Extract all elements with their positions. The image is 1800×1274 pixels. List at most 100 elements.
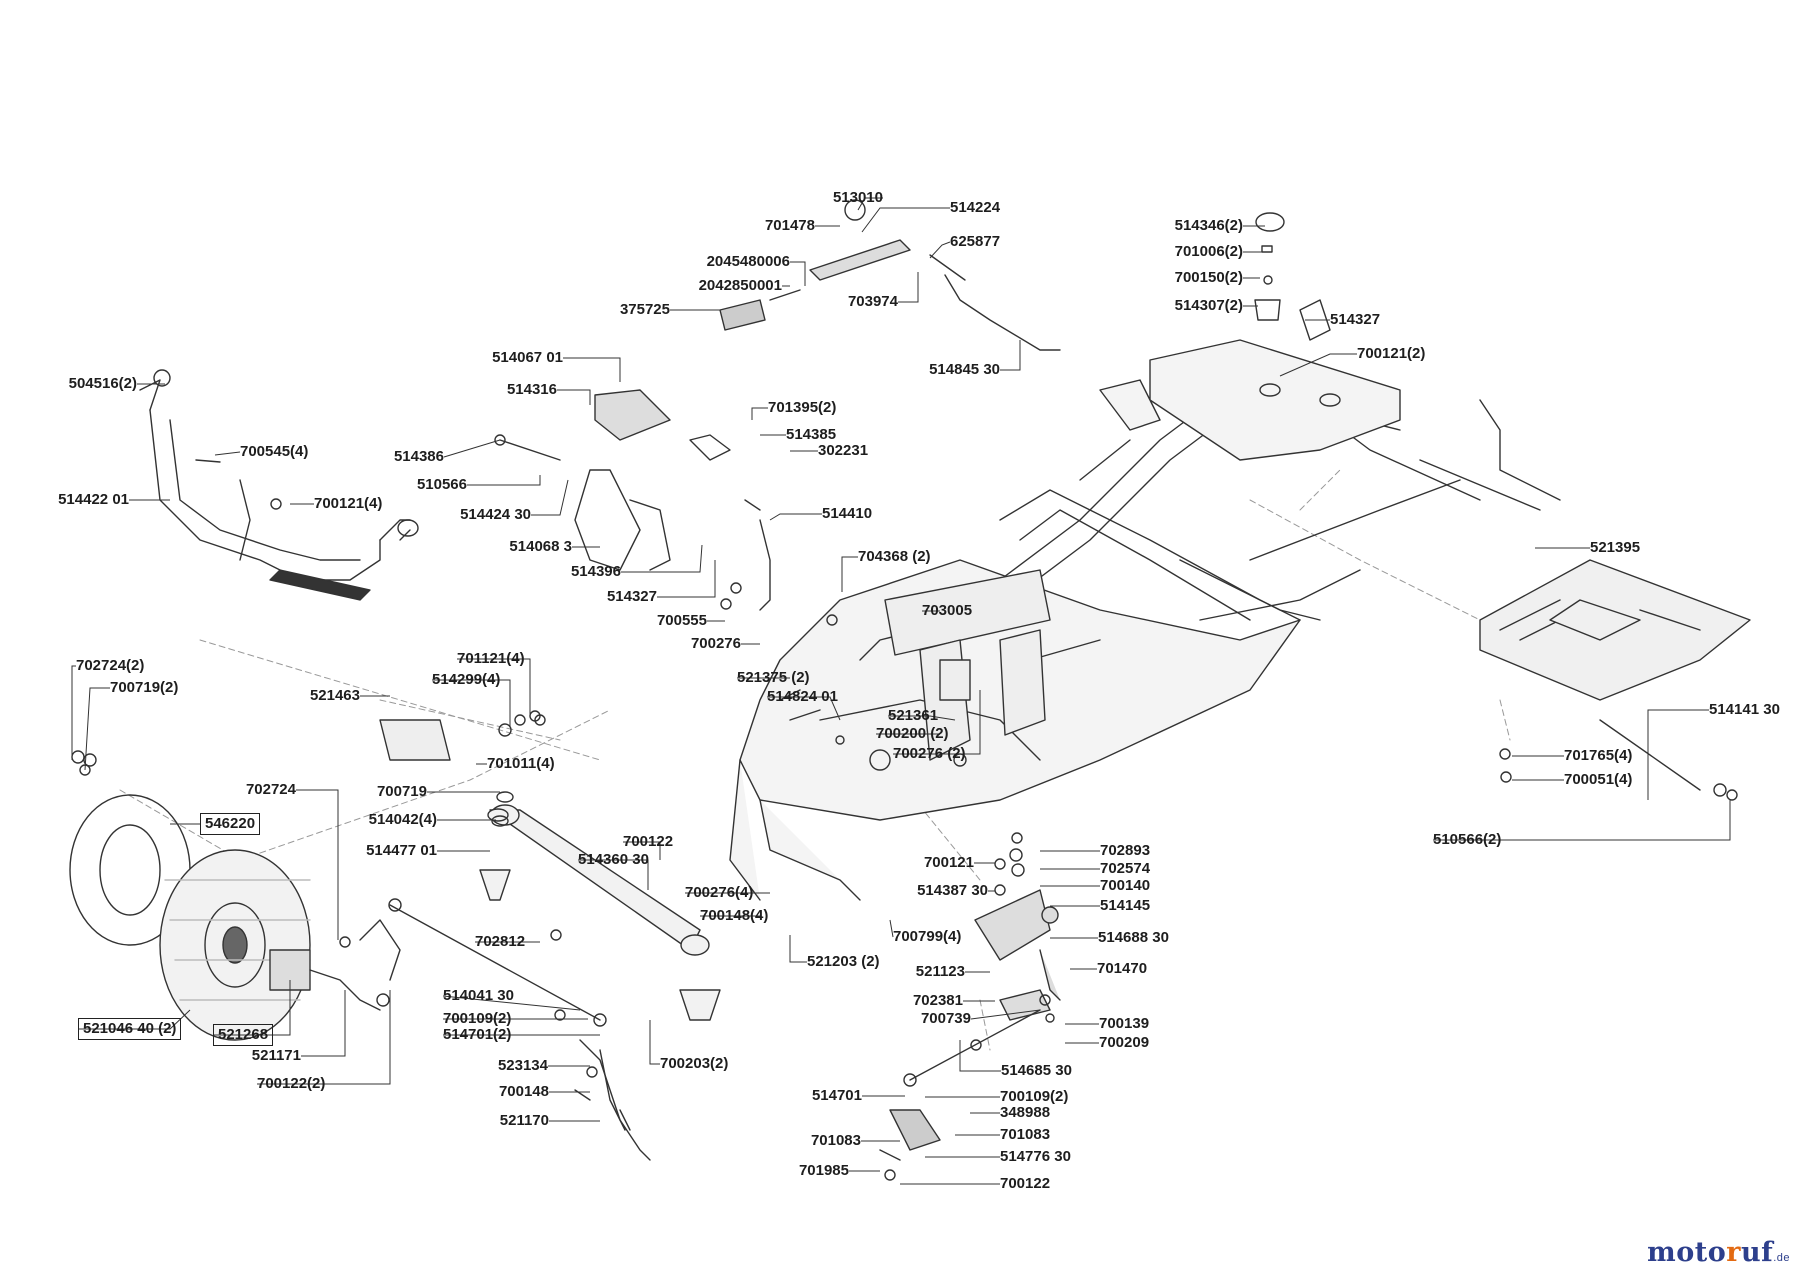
part-label: 701011(4) [487, 755, 555, 772]
hardware-parts [71, 459, 1738, 1078]
leader-line [443, 439, 501, 458]
part-label: 700799(4) [893, 928, 962, 945]
part-label: 514410 [822, 505, 873, 522]
part-label: 521361 [888, 707, 939, 724]
seat-pan [1099, 339, 1401, 461]
leader-line [959, 1040, 1001, 1072]
part-label: 514327 [606, 588, 657, 605]
part-label: 701395(2) [768, 399, 837, 416]
leader-line [767, 696, 841, 721]
part-label: 700203(2) [660, 1055, 729, 1072]
leader-line [432, 679, 511, 726]
part-label: 514387 30 [917, 882, 988, 899]
leader-line [623, 841, 661, 860]
part-label: 625877 [950, 233, 1001, 250]
dash-tower [884, 569, 1051, 761]
leader-line [213, 980, 291, 1036]
part-label: 514327 [1330, 311, 1381, 328]
leader-line [649, 1020, 660, 1065]
part-label: 700122(2) [257, 1075, 326, 1092]
part-label: 521170 [499, 1112, 549, 1129]
part-label: 514685 30 [1001, 1062, 1072, 1079]
front-wheels [69, 794, 311, 1041]
part-label: 702724(2) [76, 657, 145, 674]
part-label: 701083 [1000, 1126, 1051, 1143]
part-label: 702574 [1100, 860, 1151, 877]
leader-line [898, 272, 919, 303]
part-label: 700140 [1100, 877, 1151, 894]
steering-sector [974, 889, 1061, 1021]
leader-line [657, 560, 716, 598]
part-label: 514041 30 [443, 987, 514, 1004]
leader-line [457, 658, 531, 716]
leader-line [970, 1009, 1041, 1020]
part-label: 514360 30 [578, 851, 649, 868]
leader-line [789, 935, 807, 963]
part-label: 2045480006 [706, 253, 790, 270]
part-label: 521046 40 (2) [78, 1018, 182, 1040]
part-label: 700719 [376, 783, 427, 800]
part-label: 701083 [810, 1132, 861, 1149]
part-label: 700121(2) [1357, 345, 1426, 362]
part-label: 514701(2) [443, 1026, 512, 1043]
part-label: 514424 30 [460, 506, 531, 523]
part-label: 514346(2) [1174, 217, 1243, 234]
part-label: 514396 [570, 563, 621, 580]
leader-line [861, 207, 950, 233]
part-label: 514068 3 [509, 538, 572, 555]
leader-line [790, 261, 806, 286]
part-label: 700555 [656, 612, 707, 629]
part-label: 703974 [847, 293, 898, 310]
part-label: 521123 [915, 963, 965, 980]
part-label: 514824 01 [767, 688, 838, 705]
part-label: 701006(2) [1174, 243, 1243, 260]
part-label: 514145 [1100, 897, 1151, 914]
leader-line [467, 475, 541, 486]
part-label: 700739 [920, 1010, 971, 1027]
part-label: 700051(4) [1564, 771, 1633, 788]
part-label: 348988 [1000, 1104, 1051, 1121]
leader-line [1433, 800, 1731, 841]
leader-line [442, 995, 581, 1011]
part-label: 700276 [690, 635, 741, 652]
throttle-lever [719, 199, 1061, 351]
part-label: 701121(4) [457, 650, 525, 667]
part-label: 702812 [475, 933, 526, 950]
part-label: 514067 01 [492, 349, 563, 366]
part-label: 514307(2) [1174, 297, 1243, 314]
leader-line [857, 197, 883, 211]
part-label: 700545(4) [240, 443, 309, 460]
part-label: 704368 (2) [858, 548, 931, 565]
part-label: 700122 [1000, 1175, 1051, 1192]
part-label: 504516(2) [68, 375, 137, 392]
leader-line [751, 407, 768, 420]
leader-line [84, 687, 110, 771]
part-label: 514477 01 [366, 842, 437, 859]
part-label: 514688 30 [1098, 929, 1169, 946]
part-label: 514845 30 [929, 361, 1000, 378]
leader-line [71, 665, 76, 760]
long-rod [1599, 719, 1727, 797]
front-bumper [139, 369, 419, 601]
part-label: 700121 [923, 854, 974, 871]
part-label: 701478 [764, 217, 815, 234]
leader-line [257, 990, 391, 1085]
part-label: 521171 [251, 1047, 301, 1064]
part-label: 514701 [811, 1087, 862, 1104]
part-label: 521268 [213, 1024, 274, 1046]
part-label: 700200 (2) [876, 725, 949, 742]
pedal-assembly [494, 389, 771, 611]
part-label: 514299(4) [432, 671, 501, 688]
part-label: 700150(2) [1174, 269, 1243, 286]
part-label: 700109(2) [1000, 1088, 1069, 1105]
leader-line [214, 451, 241, 456]
part-label: 513010 [832, 189, 883, 206]
part-label: 375725 [619, 301, 670, 318]
leader-line [929, 241, 951, 259]
leader-line [78, 1009, 191, 1030]
part-label: 700209 [1099, 1034, 1150, 1051]
part-label: 302231 [818, 442, 869, 459]
part-label: 700139 [1099, 1015, 1150, 1032]
